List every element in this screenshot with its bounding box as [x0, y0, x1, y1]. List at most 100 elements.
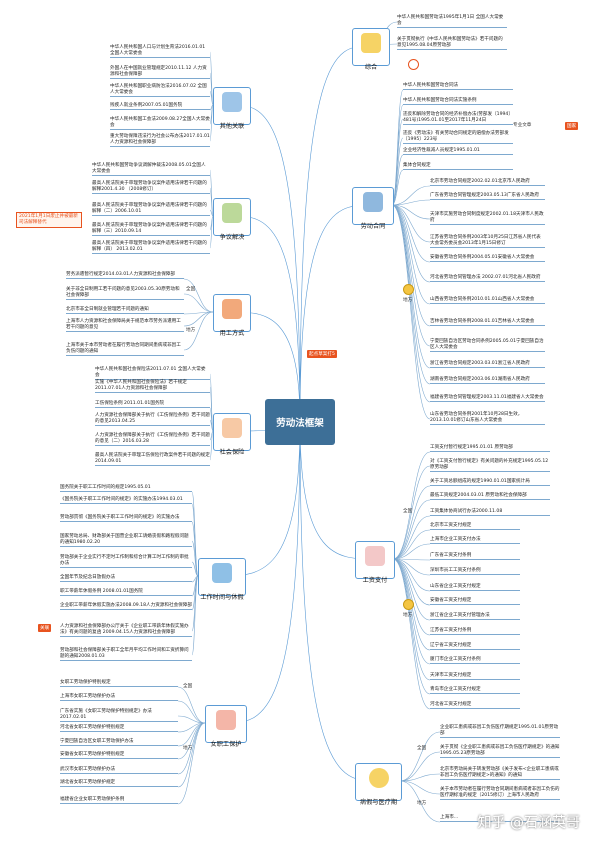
- leaf-item[interactable]: 北京市非全日制就业管理若干问题的通知: [66, 307, 184, 315]
- leaf-item[interactable]: 关于非全日制用工若干问题的意见2003.05.30原劳动和社会保障部: [66, 287, 184, 301]
- leaf-item[interactable]: 《国务院关于职工工作时间的规定》的实施办法1994.03.01: [60, 497, 192, 505]
- leaf-item[interactable]: 劳务派遣暂行规定2014.03.01人力资源和社会保障部: [66, 272, 184, 280]
- leaf-item[interactable]: 最高人民法院关于审理劳动争议案件适用法律若干问题的解释（二）2006.10.01: [92, 203, 210, 217]
- leaf-item[interactable]: 最高人民法院关于审理劳动争议案件适用法律若干问题的解释2001.4.30 （20…: [92, 181, 210, 195]
- leaf-item[interactable]: 河北省女职工劳动保护特别规定: [60, 725, 178, 733]
- leaf-item[interactable]: 最高人民法院关于审理工伤保险行政案件若干问题的规定2014.09.01: [95, 453, 210, 467]
- leaf-item[interactable]: 北京市工资支付规定: [430, 523, 520, 531]
- leaf-item[interactable]: 北京市劳动局关于转发劳动部《关于发布<企业职工患病或非因工负伤医疗期规定>的通知…: [440, 767, 560, 781]
- leaf-item[interactable]: 人力资源和社会保障部办公厅关于《企业职工带薪年休假实施办法》有关问题的复函 20…: [60, 624, 192, 638]
- leaf-item[interactable]: 人力资源社会保障部关于执行《工伤保险条例》若干问题的意见2013.04.25: [95, 413, 210, 427]
- leaf-item[interactable]: 劳动部关于企业实行不定时工作制和综合计算工时工作制的审批办法: [60, 555, 192, 569]
- leaf-item[interactable]: 山东省企业工资支付规定: [430, 584, 520, 592]
- leaf-item[interactable]: 上海市女职工劳动保护办法: [60, 694, 178, 702]
- leaf-item[interactable]: 河北省劳动合同管理办法 2002.07.01河北省人民政府: [430, 275, 545, 283]
- leaf-item[interactable]: 山东省劳动合同条例2001年10月28日生效，2013.10.01修订山东省人大…: [430, 412, 545, 426]
- label-leave-national: 全国: [417, 746, 427, 751]
- branch-dispute[interactable]: 争议解决: [213, 198, 251, 241]
- center-node[interactable]: 劳动法框架: [265, 399, 335, 445]
- leaf-item[interactable]: 广东省工资支付条例: [430, 553, 520, 561]
- leaf-item[interactable]: 关于工资总额组成的规定1990.01.01国家统计局: [430, 479, 550, 487]
- leaf-item[interactable]: 中华人民共和国工会法2009.08.27全国人大常委会: [110, 117, 210, 131]
- leaf-item[interactable]: 国家劳动总局、财政部关于国营企业职工请婚丧假和路程假问题的通知1980.02.2…: [60, 534, 192, 548]
- leaf-item[interactable]: 武汉市女职工劳动保护办法: [60, 767, 178, 775]
- connector: [299, 204, 373, 423]
- leaf-item[interactable]: 职工带薪年休假条例 2008.01.01国务院: [60, 589, 192, 597]
- branch-employment[interactable]: 用工方式: [213, 294, 251, 337]
- leaf-item[interactable]: 广东省实施《女职工劳动保护特别规定》办法2017.02.01: [60, 709, 178, 723]
- leaf-item[interactable]: 实施《中华人民共和国社会保险法》若干规定2011.07.01人力资源和社会保障部: [95, 380, 210, 394]
- branch-social[interactable]: 社会保险: [213, 413, 251, 456]
- leaf-item[interactable]: 对《工资支付暂行规定》有关问题的补充规定1995.05.12原劳动部: [430, 459, 550, 473]
- leaf-item[interactable]: 关于贯彻执行《中华人民共和国劳动法》若干问题的意见1995.08.04原劳动部: [397, 37, 507, 51]
- leaf-item[interactable]: 湖南省劳动合同规定2003.06.01湖南省人民政府: [430, 377, 545, 385]
- leaf-item[interactable]: 深圳市员工工资支付条例: [430, 568, 520, 576]
- leaf-item[interactable]: 山西省劳动合同条例2010.01.01山西省人大常委会: [430, 297, 545, 305]
- leaf-item[interactable]: 吉林省劳动合同条例2008.01.01吉林省人大常委会: [430, 319, 545, 327]
- branch-worktime[interactable]: 工作时间与休假: [198, 558, 246, 601]
- leaf-item[interactable]: 劳动部和社会保障部关于职工全年月平均工作时间和工资折算问题的通知2008.01.…: [60, 648, 192, 662]
- leaf-item[interactable]: 工资集体协商试行办法2000.11.08: [430, 509, 550, 517]
- leaf-item[interactable]: 中华人民共和国劳动法1995年1月1日 全国人大常委会: [397, 15, 507, 29]
- leaf-item[interactable]: 安徽省女职工劳动保护特别规定: [60, 752, 178, 760]
- leaf-item[interactable]: 工伤保险条例 2011.01.01国务院: [95, 401, 210, 409]
- leaf-item[interactable]: 中华人民共和国职业病防治法2016.07.02 全国人大常委会: [110, 84, 210, 98]
- branch-leave[interactable]: 病假与医疗期: [355, 763, 402, 806]
- leaf-item[interactable]: 企业经济性裁减人员规定1995.01.01: [403, 148, 513, 156]
- leaf-item[interactable]: 中华人民共和国劳动合同法实施条例: [403, 98, 513, 106]
- leaf-item[interactable]: 女职工劳动保护特别规定: [60, 680, 178, 688]
- leaf-item[interactable]: 江苏省工资支付条例: [430, 628, 520, 636]
- leaf-item[interactable]: 最高人民法院关于审理劳动争议案件适用法律若干问题的解释（四） 2013.02.0…: [92, 241, 210, 255]
- leaf-item[interactable]: 违反《劳动法》有关劳动合同规定的赔偿办法劳部发〔1995〕223号: [403, 131, 513, 145]
- leaf-item[interactable]: 福建省企业女职工劳动保护条例: [60, 797, 178, 805]
- leaf-item[interactable]: 辽宁省工资支付规定: [430, 643, 520, 651]
- leaf-item[interactable]: 上海市人力资源和社会保障局关于规范本市劳务派遣用工若干问题的意见: [66, 319, 184, 333]
- leaf-item[interactable]: 重大劳动保障违法行为社会公布办法2017.01.01人力资源和社会保障部: [110, 134, 210, 148]
- leaf-item[interactable]: 青岛市企业工资支付规定: [430, 687, 520, 695]
- branch-female[interactable]: 女职工保护: [205, 705, 247, 748]
- leaf-item[interactable]: 残疾人就业条例2007.05.01国务院: [110, 103, 210, 111]
- leaf-item[interactable]: 中华人民共和国社会保险法2011.07.01 全国人大常委会: [95, 367, 210, 381]
- leaf-item[interactable]: 最低工资规定2004.03.01 原劳动和社会保障部: [430, 493, 550, 501]
- leaf-item[interactable]: 安徽省劳动合同条例2004.05.01安徽省人大常委会: [430, 255, 545, 263]
- leaf-item[interactable]: 最高人民法院关于审理劳动争议案件适用法律若干问题的解释（三）2010.09.14: [92, 223, 210, 237]
- leaf-item[interactable]: 福建省劳动合同管理规定2003.11.01福建省人大常委会: [430, 395, 545, 403]
- leaf-item[interactable]: 上海市企业工资支付办法: [430, 537, 520, 545]
- leaf-item[interactable]: 上海市关于本市劳动者在履行劳动合同期间患病或非因工负伤问题的通知: [66, 343, 184, 357]
- leaf-item[interactable]: 河北省工资支付规定: [430, 702, 520, 710]
- branch-general[interactable]: 综合: [352, 28, 390, 71]
- leaf-item[interactable]: 企业职工患病或非因工负伤医疗期规定1995.01.01原劳动部: [440, 725, 560, 739]
- leaf-item[interactable]: 安徽省工资支付规定: [430, 598, 520, 606]
- leaf-item[interactable]: 关于贯彻《企业职工患病或非因工负伤医疗期规定》的通知1995.05.23原劳动部: [440, 745, 560, 759]
- leaf-item[interactable]: 宁夏回族自治区女职工劳动保护办法: [60, 739, 178, 747]
- leaf-item[interactable]: 违反和解除劳动合同的经济补偿办法(劳部发〔1994〕481号)1995.01.0…: [403, 112, 513, 126]
- branch-wage[interactable]: 工资支付: [355, 541, 395, 584]
- label-employment-national: 全国: [186, 287, 196, 292]
- leaf-item[interactable]: 关于本市劳动者在履行劳动合同期间患病或者非因工负伤的医疗期标准的规定（2015修…: [440, 787, 560, 801]
- leaf-item[interactable]: 天津市实施劳动合同制度规定2002.01.18天津市人民政府: [430, 212, 545, 226]
- leaf-item[interactable]: 厦门市企业工资支付条例: [430, 657, 520, 665]
- leaf-item[interactable]: 中华人民共和国劳动合同法: [403, 83, 513, 91]
- leaf-item[interactable]: 中华人民共和国人口与计划生育法2016.01.01 全国人大常委会: [110, 45, 210, 59]
- leaf-item[interactable]: 外国人在中国就业管理规定2010.11.12 人力资源和社会保障部: [110, 66, 210, 80]
- branch-contract[interactable]: 劳动合同: [352, 187, 394, 230]
- leaf-item[interactable]: 中华人民共和国劳动争议调解仲裁法2008.05.01全国人大常委会: [92, 163, 210, 177]
- leaf-item[interactable]: 集体合同规定: [403, 163, 513, 171]
- branch-other[interactable]: 其他关联: [213, 87, 251, 130]
- leaf-item[interactable]: 江苏省劳动合同条例2003年10月25日江苏省人民代表大会常务委员会2013年1…: [430, 235, 545, 249]
- leaf-item[interactable]: 浙江省企业工资支付管理办法: [430, 613, 520, 621]
- leaf-item[interactable]: 劳动部贯彻《国务院关于职工工作时间的规定》的实施办法: [60, 515, 192, 523]
- leaf-item[interactable]: 工资支付暂行规定1995.01.01 原劳动部: [430, 445, 550, 453]
- leaf-item[interactable]: 全国年节及纪念日放假办法: [60, 575, 192, 583]
- leaf-item[interactable]: 湖北省女职工劳动保护规定: [60, 780, 178, 788]
- leaf-item[interactable]: 天津市工资支付规定: [430, 673, 520, 681]
- leaf-item[interactable]: 浙江省劳动合同规定2003.03.01浙江省人民政府: [430, 361, 545, 369]
- leaf-item[interactable]: 广东省劳动合同管理规定2003.05.13广东省人民政府: [430, 193, 545, 201]
- leaf-item[interactable]: 企业职工带薪年休假实施办法2008.09.18人力资源和社会保障部: [60, 603, 192, 611]
- leaf-item[interactable]: 人力资源社会保障部关于执行《工伤保险条例》若干问题的意见（二）2016.03.2…: [95, 433, 210, 447]
- leaf-item[interactable]: 上海市...: [440, 815, 560, 823]
- leaf-item[interactable]: 北京市劳动合同规定2002.02.01北京市人民政府: [430, 179, 545, 187]
- connector: [183, 293, 214, 313]
- leaf-item[interactable]: 国务院关于职工工作时间的规定1995.05.01: [60, 485, 192, 493]
- leaf-item[interactable]: 宁夏回族自治区劳动合同条例2005.05.01宁夏回族自治区人大常委会: [430, 339, 545, 353]
